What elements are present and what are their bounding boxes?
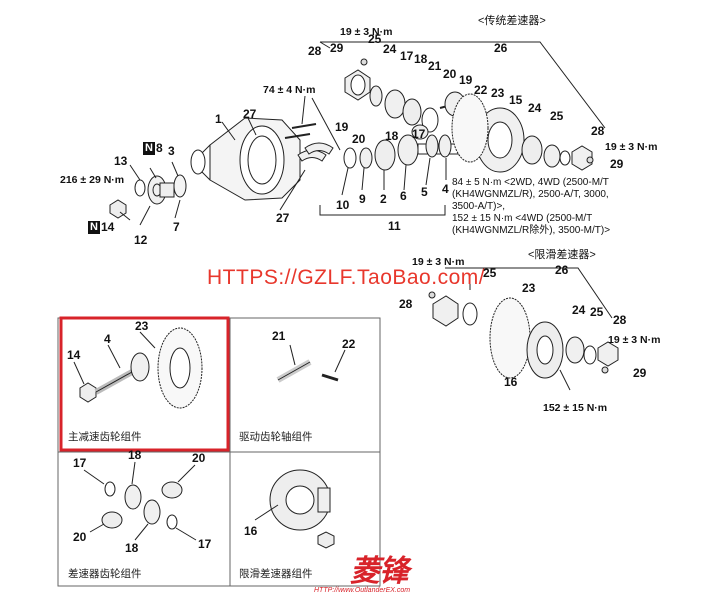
part-24-right: 24 (528, 101, 542, 115)
part-16-lsd: 16 (504, 375, 518, 389)
part-19-mid: 19 (335, 120, 349, 134)
n-mark-14: N (88, 221, 100, 234)
torque-19-lsd-right: 19 ± 3 N·m (608, 334, 661, 346)
part-2: 2 (380, 192, 387, 206)
highlight-box (59, 316, 230, 452)
part-28-right: 28 (591, 124, 605, 138)
torque-19-right: 19 ± 3 N·m (605, 141, 658, 153)
torque-19-lsd-top: 19 ± 3 N·m (412, 256, 465, 268)
part-12: 12 (134, 233, 148, 247)
part-5: 5 (421, 185, 428, 199)
caption-main-reduction-gear: 主减速齿轮组件 (68, 431, 142, 443)
brand-logo: 菱锋 (350, 554, 409, 589)
lsd-label: <限滑差速器> (528, 249, 596, 261)
cell1-part-14: 14 (67, 348, 81, 362)
part-27-bottom: 27 (276, 211, 290, 225)
cell3-part-18-bottom: 18 (125, 541, 139, 555)
torque-152: 152 ± 15 N·m (543, 402, 608, 414)
brand-url: HTTP://www.OutlanderEX.com (314, 587, 411, 594)
part-29-right: 29 (610, 157, 624, 171)
part-15: 15 (509, 93, 523, 107)
part-29-lsd: 29 (633, 366, 647, 380)
part-25-lsd: 25 (483, 266, 497, 280)
part-25-top: 25 (368, 32, 382, 46)
cell3-part-17-bottom: 17 (198, 537, 212, 551)
cell1-part-4: 4 (104, 332, 111, 346)
bracket-26-top (320, 41, 606, 129)
part-26-lsd: 26 (555, 263, 569, 277)
cell3-part-20-top: 20 (192, 451, 206, 465)
part-21-top: 21 (428, 59, 442, 73)
cell3-part-20-bottom: 20 (73, 530, 87, 544)
part-23-top: 23 (491, 86, 505, 100)
part-9: 9 (359, 192, 366, 206)
lsd-ring-gear (489, 297, 531, 379)
part-28-lsd-left: 28 (399, 297, 413, 311)
bracket-11 (319, 205, 446, 216)
part-18-mid: 18 (385, 129, 399, 143)
part-3: 3 (168, 144, 175, 158)
part-11: 11 (388, 219, 401, 233)
part-18-top: 18 (414, 52, 428, 66)
bracket-26-bottom-link (319, 41, 331, 49)
torque-216: 216 ± 29 N·m (60, 174, 125, 186)
part-1: 1 (215, 112, 222, 126)
cell3-part-17-top: 17 (73, 456, 87, 470)
part-28-top: 28 (308, 44, 322, 58)
part-22-top: 22 (474, 83, 488, 97)
part-23-lsd: 23 (522, 281, 536, 295)
cell2-part-21: 21 (272, 329, 286, 343)
part-7: 7 (173, 220, 180, 234)
part-14-main: 14 (101, 220, 115, 234)
part-17-top: 17 (400, 49, 414, 63)
part-4-main: 4 (442, 182, 449, 196)
caption-lsd-set: 限滑差速器组件 (239, 568, 313, 580)
part-29-top: 29 (330, 41, 344, 55)
conventional-diff-label: <传统差速器> (478, 15, 546, 27)
part-20-main: 20 (352, 132, 366, 146)
cell1-part-23: 23 (135, 319, 149, 333)
caption-drive-pinion-shaft: 驱动齿轮轴组件 (239, 431, 313, 443)
watermark-url: HTTPS://GZLF.TaoBao.com/ (207, 266, 486, 289)
part-6: 6 (400, 189, 407, 203)
part-26-top: 26 (494, 41, 508, 55)
torque-74: 74 ± 4 N·m (263, 84, 316, 96)
part-10: 10 (336, 198, 350, 212)
part-20-top: 20 (443, 67, 457, 81)
ring-gear-23 (451, 93, 489, 163)
torque-19-top: 19 ± 3 N·m (340, 26, 393, 38)
part-27-top: 27 (243, 107, 257, 121)
part-19-top: 19 (459, 73, 473, 87)
part-17-mid: 17 (412, 127, 426, 141)
cell3-part-18-top: 18 (128, 448, 142, 462)
cell2-part-22: 22 (342, 337, 356, 351)
part-24-top: 24 (383, 42, 397, 56)
caption-diff-gear-set: 差速器齿轮组件 (68, 568, 142, 580)
part-8: 8 (156, 141, 163, 155)
n-mark-8: N (143, 142, 155, 155)
part-25-lsd-right: 25 (590, 305, 604, 319)
part-13: 13 (114, 154, 128, 168)
bearing-cap-right (304, 142, 334, 155)
torque-spec-note: 84 ± 5 N·m <2WD, 4WD (2500-M/T (KH4WGNMZ… (452, 177, 611, 236)
part-28-lsd-right: 28 (613, 313, 627, 327)
part-25-right: 25 (550, 109, 564, 123)
bracket-26-lsd (445, 267, 613, 319)
part-24-lsd: 24 (572, 303, 586, 317)
cell4-part-16: 16 (244, 524, 258, 538)
